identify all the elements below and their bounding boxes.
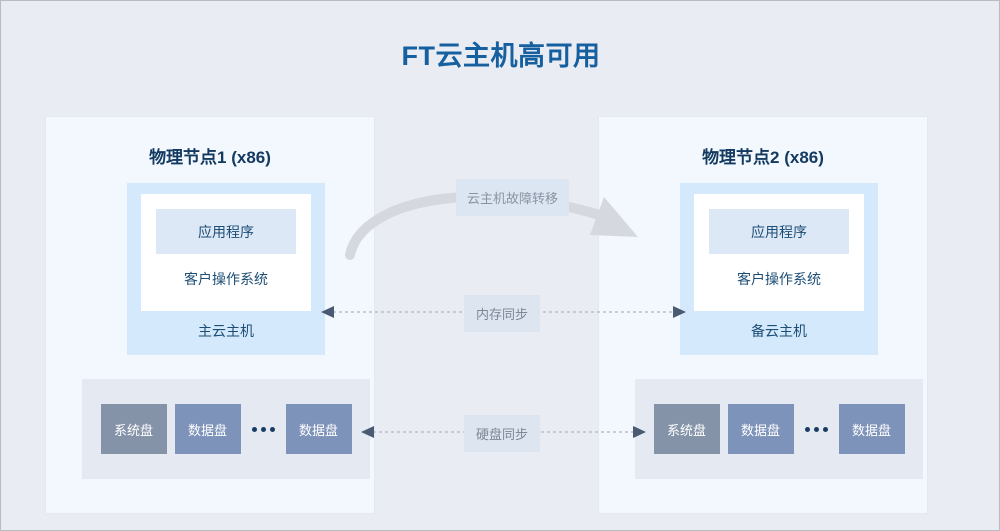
guest-os-label-1: 客户操作系统 <box>184 271 268 287</box>
vm-inner-2: 应用程序 客户操作系统 <box>694 194 864 311</box>
vm-block-2: 应用程序 客户操作系统 备云主机 <box>680 183 878 355</box>
disk-sync-label: 硬盘同步 <box>464 415 541 452</box>
guest-os-label-2: 客户操作系统 <box>737 271 821 287</box>
vm-role-label-1: 主云主机 <box>198 323 254 339</box>
disk-row-2: 系统盘 数据盘 数据盘 <box>635 379 923 479</box>
disk-group-2: 系统盘 数据盘 数据盘 <box>635 379 923 479</box>
app-label-2: 应用程序 <box>751 223 807 240</box>
disk-group-1: 系统盘 数据盘 数据盘 <box>82 379 370 479</box>
app-box-1: 应用程序 <box>156 209 296 254</box>
app-label-1: 应用程序 <box>198 223 254 240</box>
disk-ellipsis-icon-1 <box>249 426 278 432</box>
disk-data-2b: 数据盘 <box>838 404 905 454</box>
disk-ellipsis-icon-2 <box>802 426 831 432</box>
disk-data-1a: 数据盘 <box>174 404 241 454</box>
disk-row-1: 系统盘 数据盘 数据盘 <box>82 379 370 479</box>
node-title-1: 物理节点1 (x86) <box>149 148 271 167</box>
disk-data-1b: 数据盘 <box>285 404 352 454</box>
disk-data-2a: 数据盘 <box>727 404 794 454</box>
disk-system-2: 系统盘 <box>653 404 720 454</box>
app-box-2: 应用程序 <box>709 209 849 254</box>
vm-block-1: 应用程序 客户操作系统 主云主机 <box>127 183 325 355</box>
page-title: FT云主机高可用 <box>401 41 601 71</box>
failover-label: 云主机故障转移 <box>456 179 570 216</box>
disk-sync-arrow-icon <box>361 426 646 438</box>
disk-system-1: 系统盘 <box>100 404 167 454</box>
vm-role-label-2: 备云主机 <box>751 323 807 339</box>
memory-sync-label: 内存同步 <box>464 295 541 332</box>
vm-inner-1: 应用程序 客户操作系统 <box>141 194 311 311</box>
node-title-2: 物理节点2 (x86) <box>702 148 824 167</box>
